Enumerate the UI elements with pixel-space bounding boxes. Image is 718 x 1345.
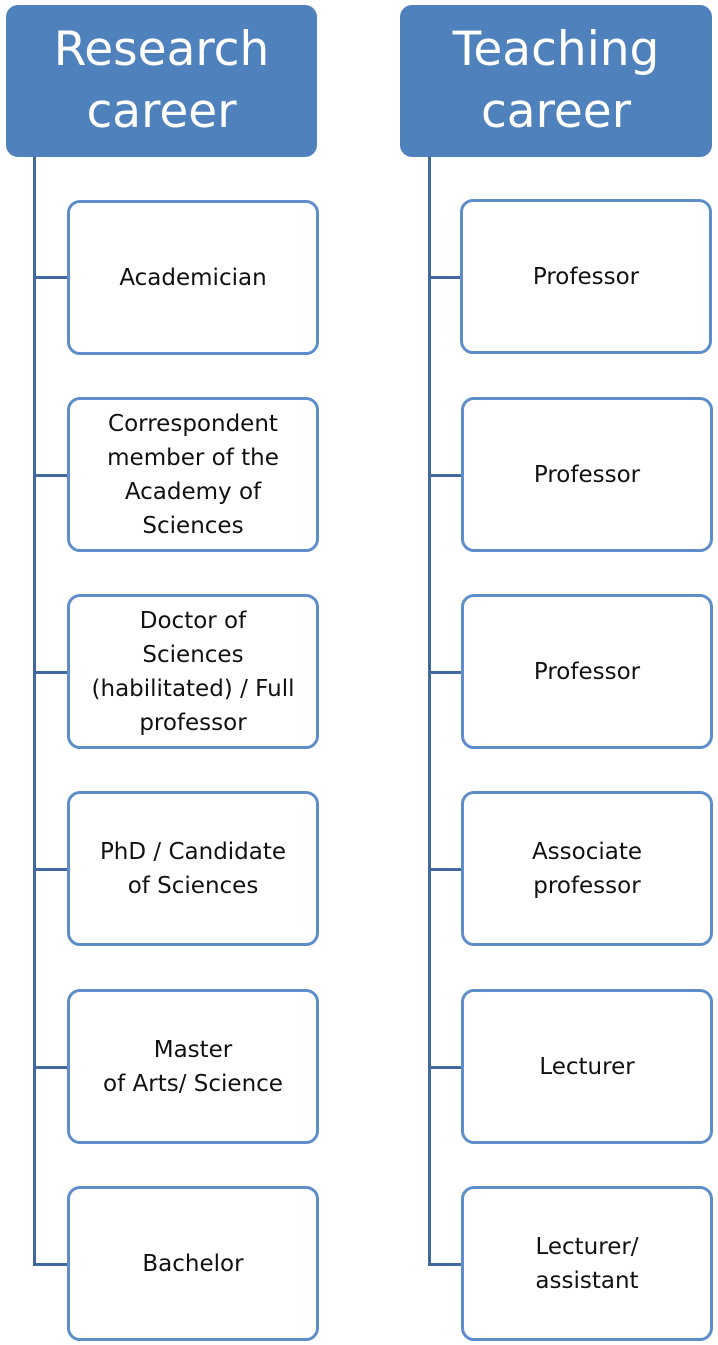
research-level-label: Academician xyxy=(119,264,267,291)
research-branch-5 xyxy=(33,1066,69,1069)
research-level-box: PhD / Candidate of Sciences xyxy=(67,791,319,946)
research-level-box: Master of Arts/ Science xyxy=(67,989,319,1144)
teaching-level-box: Lecturer/ assistant xyxy=(461,1186,713,1341)
teaching-branch-3 xyxy=(428,671,463,674)
research-level-box: Bachelor xyxy=(67,1186,319,1341)
research-level-box: Academician xyxy=(67,200,319,355)
teaching-level-label: Professor xyxy=(532,263,640,290)
teaching-level-box: Professor xyxy=(461,397,713,552)
teaching-branch-4 xyxy=(428,868,463,871)
research-level-box: Doctor of Sciences (habilitated) / Full … xyxy=(67,594,319,749)
teaching-career-header: Teaching career xyxy=(400,5,712,157)
research-branch-1 xyxy=(33,276,69,279)
research-branch-6 xyxy=(33,1263,69,1266)
teaching-branch-5 xyxy=(428,1066,463,1069)
research-branch-2 xyxy=(33,474,69,477)
teaching-level-box: Lecturer xyxy=(461,989,713,1144)
teaching-level-label: Professor xyxy=(533,461,641,488)
teaching-branch-1 xyxy=(428,276,463,279)
research-branch-3 xyxy=(33,671,69,674)
research-level-label: PhD / Candidate of Sciences xyxy=(99,838,287,899)
teaching-career-title: Teaching career xyxy=(452,22,660,139)
teaching-level-label: Associate professor xyxy=(531,838,643,899)
research-career-title: Research career xyxy=(53,22,270,139)
teaching-level-box: Professor xyxy=(460,199,712,354)
teaching-career-spine xyxy=(428,157,431,1265)
research-level-label: Master of Arts/ Science xyxy=(103,1036,283,1097)
teaching-level-label: Lecturer xyxy=(539,1053,635,1080)
teaching-level-box: Professor xyxy=(461,594,713,749)
teaching-level-label: Professor xyxy=(533,658,641,685)
research-level-label: Correspondent member of the Academy of S… xyxy=(107,410,279,539)
teaching-level-label: Lecturer/ assistant xyxy=(535,1233,639,1294)
research-level-box: Correspondent member of the Academy of S… xyxy=(67,397,319,552)
teaching-branch-2 xyxy=(428,474,463,477)
research-level-label: Bachelor xyxy=(142,1250,244,1277)
teaching-level-box: Associate professor xyxy=(461,791,713,946)
teaching-branch-6 xyxy=(428,1263,463,1266)
research-career-spine xyxy=(33,157,36,1265)
research-career-header: Research career xyxy=(6,5,317,157)
research-level-label: Doctor of Sciences (habilitated) / Full … xyxy=(91,607,295,736)
research-branch-4 xyxy=(33,868,69,871)
